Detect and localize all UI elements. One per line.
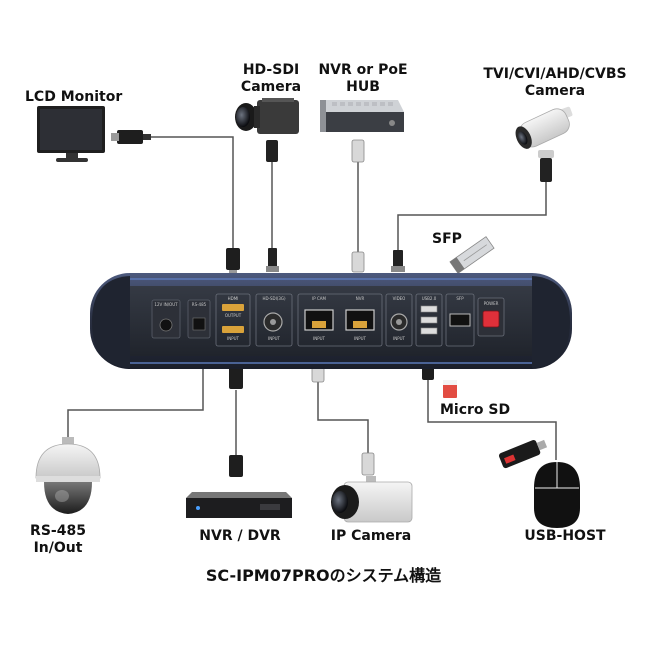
port-label-dc: 12V IN/OUT (154, 302, 178, 307)
usb-mouse-icon (534, 462, 580, 528)
sfp-module-icon (449, 236, 495, 274)
port-label-power: POWER (484, 301, 499, 306)
port-label-nvr-input: INPUT (354, 336, 367, 341)
port-label-output: OUTPUT (225, 313, 242, 318)
ip-camera-icon (331, 476, 413, 523)
port-label-usb: USB2.0 (422, 296, 437, 301)
port-label-sfp: SFP (456, 296, 464, 301)
hd-sdi-camera-icon (235, 98, 299, 134)
port-label-nvr: NVR (356, 296, 365, 301)
label-nvr-poe-hub: NVR or PoE HUB (318, 62, 408, 95)
lcd-monitor-icon (37, 106, 105, 162)
label-hd-sdi-camera: HD-SDI Camera (240, 62, 302, 95)
port-label-hdmi: HDMI (228, 296, 239, 301)
tester-device: 12V IN/OUT RS-485 HDMI OUTPUT INPUT HD-S… (90, 273, 572, 369)
cable-connectors (111, 130, 552, 477)
diagram-caption: SC-IPM07PROのシステム構造 (205, 566, 442, 585)
micro-sd-icon (443, 380, 457, 398)
port-label-video-input: INPUT (393, 336, 406, 341)
usb-flash-drive-icon (498, 439, 548, 469)
label-analog-camera: TVI/CVI/AHD/CVBS Camera (483, 66, 627, 99)
label-rs485: RS-485 In/Out (30, 523, 86, 556)
port-label-sdi: HD-SDI(3G) (262, 296, 286, 301)
label-ip-camera: IP Camera (330, 528, 412, 544)
bullet-camera-icon (515, 106, 573, 158)
port-label-video: VIDEO (393, 296, 406, 301)
label-nvr-dvr: NVR / DVR (199, 528, 281, 544)
label-micro-sd: Micro SD (440, 402, 511, 418)
nvr-dvr-icon (186, 492, 292, 518)
port-label-sdi-input: INPUT (268, 336, 281, 341)
port-label-rs485: RS-485 (192, 302, 207, 307)
port-label-hdmi-input: INPUT (227, 336, 240, 341)
cables (67, 136, 557, 462)
port-label-ipcam: IP CAM (312, 296, 326, 301)
port-label-ipcam-input: INPUT (313, 336, 326, 341)
label-sfp: SFP (432, 231, 462, 247)
nvr-poe-hub-icon (320, 100, 404, 132)
ptz-dome-camera-icon (35, 437, 101, 514)
label-lcd-monitor: LCD Monitor (25, 89, 123, 105)
label-usb-host: USB-HOST (524, 528, 606, 544)
